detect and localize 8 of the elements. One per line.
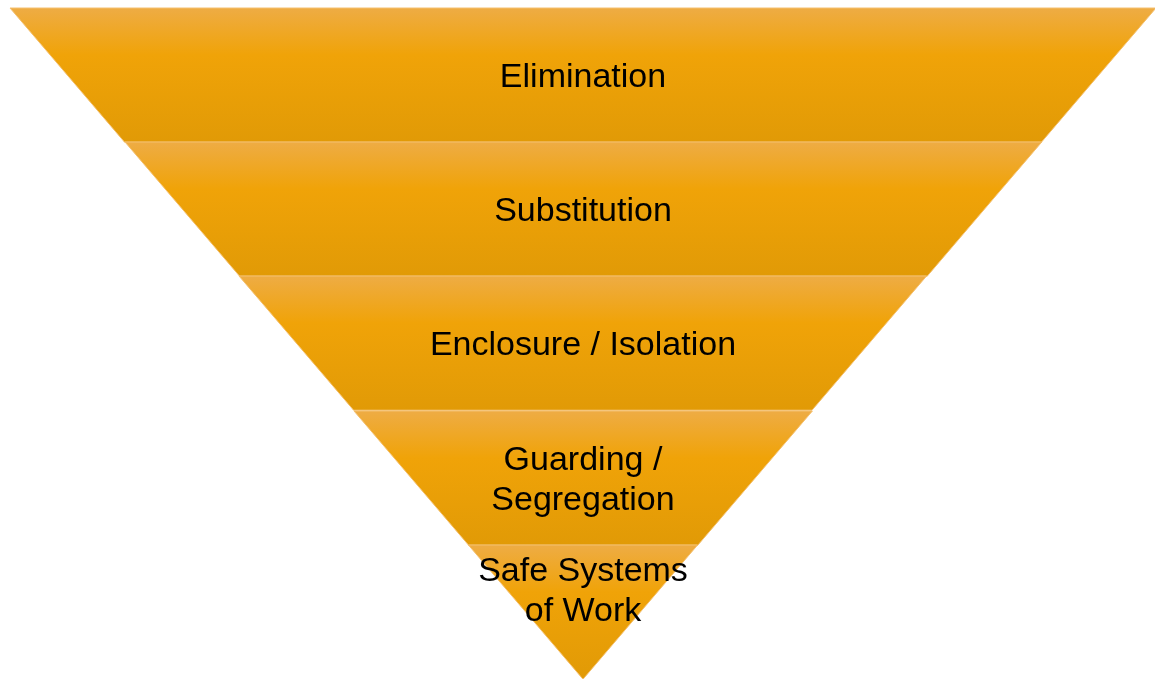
band-label: Guarding / Segregation [490,437,676,518]
hierarchy-band [124,142,1042,277]
band-label: Enclosure / Isolation [428,323,738,364]
band-label: Substitution [493,189,673,230]
band-label: Elimination [498,55,668,96]
hierarchy-band [239,276,927,411]
hierarchy-band [353,410,813,545]
hierarchy-band [10,8,1155,143]
